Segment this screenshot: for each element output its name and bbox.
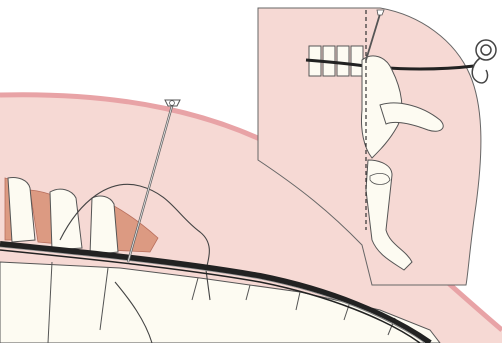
spinous-process-3 xyxy=(90,196,118,255)
knee-joint xyxy=(370,173,390,184)
hook-icon xyxy=(472,40,496,83)
